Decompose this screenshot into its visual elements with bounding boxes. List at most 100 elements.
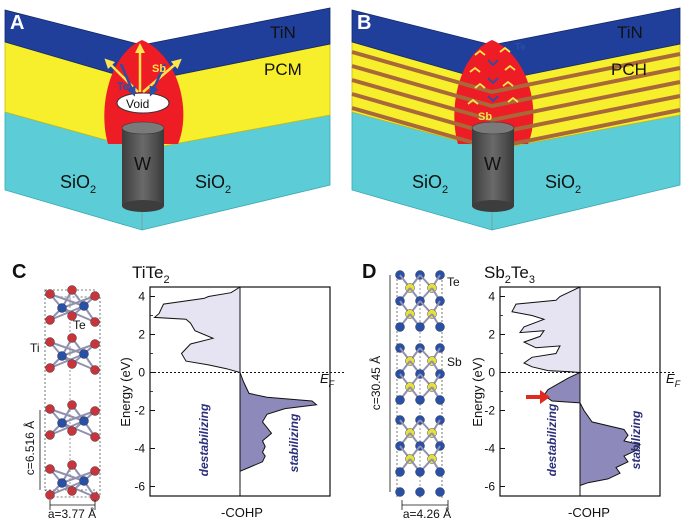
w-electrode [471,121,515,212]
destabilizing-label: destabilizing [545,403,559,476]
sb-label: Sb [152,63,166,75]
tin-label: TiN [617,23,643,42]
bond [61,343,96,357]
cohp-curve [153,286,318,472]
ti-atom [67,460,77,470]
tin-label: TiN [270,23,296,42]
sb-atom-label: Sb [447,355,462,369]
stabilizing-label: stabilizing [287,413,301,472]
te-atom [57,351,67,361]
migration-arrows [104,43,182,97]
destabilizing-area [154,287,240,373]
unit-cell [44,289,101,298]
y-tick-label: 4 [488,290,495,304]
w-label: W [484,154,501,174]
te-atom [415,487,425,497]
sio2-right-label: SiO2 [195,172,231,196]
panel-letter: A [10,12,24,34]
bond [61,470,96,484]
panel-letter: C [12,261,26,283]
c-lattice-label: c=6.516 Å [22,421,37,475]
cohp-chart: 420-2-4-6 [134,277,344,497]
te-atom [395,322,405,332]
ti-atom [67,400,77,410]
ti-atom [45,337,55,347]
ti-atom [67,426,77,436]
compound-title: Sb2Te3 [484,263,535,286]
ti-atom [45,490,55,500]
void [116,92,170,114]
crystal-structure [389,270,449,510]
ti-atom [45,289,55,299]
bond [61,295,96,309]
sio2-right-label: SiO2 [545,172,581,196]
void-label: Void [126,97,149,111]
panel-a: A TiN PCM Te Sb Void W SiO2 SiO2 [4,7,331,231]
te-atom [435,322,445,332]
te-atom [79,476,89,486]
ti-atom [67,486,77,496]
te-atom [79,416,89,426]
te-atom [79,349,89,359]
te-atom [415,395,425,405]
ti-atom [67,359,77,369]
te-atom [435,395,445,405]
panel-letter: D [362,261,376,283]
te-atom [415,467,425,477]
te-atom [79,301,89,311]
a-lattice-label: a=4.26 Å [403,506,451,521]
cohp-chart: 420-2-4-6 [484,277,674,497]
destabilizing-area [512,287,580,373]
cohp-curve [511,286,641,486]
te-label: Te [117,81,129,93]
crystal-structure [39,285,101,510]
te-atom [57,418,67,428]
fermi-label: EF [666,371,681,389]
te-atom [57,303,67,313]
y-tick-label: 2 [138,328,145,342]
te-atom [435,487,445,497]
bond [61,482,96,498]
bond [61,307,96,323]
te-label: Te [515,42,526,53]
ti-atom [45,464,55,474]
pch-label: PCH [611,60,647,79]
ti-atom [90,365,100,375]
y-tick-label: 4 [138,290,145,304]
ti-atom-label: Ti [30,341,40,355]
w-electrode [121,121,165,212]
y-tick-label: -4 [134,442,145,456]
y-tick-label: 0 [488,366,495,380]
ti-atom [90,339,100,349]
fermi-label: EF [320,371,335,389]
ti-atom [90,466,100,476]
te-atom [395,487,405,497]
sio2-left-label: SiO2 [412,172,448,196]
w-label: W [134,154,151,174]
ti-atom [90,291,100,301]
stabilizing-label: stabilizing [629,410,643,469]
panel-b: B TiN PCH Te Sb W SiO2 SiO2 [351,7,681,231]
panel-c: C TiTe2 Te Ti c=6.516 Å a=3.77 Å 420-2-4… [12,261,344,521]
stabilizing-area [544,372,640,486]
ti-atom [90,317,100,327]
destabilizing-label: destabilizing [197,403,211,476]
te-atom [395,395,405,405]
bond [61,410,96,424]
ti-atom [45,363,55,373]
panel-letter: B [357,12,371,34]
y-axis-label: Energy (eV) [470,357,485,426]
stabilizing-area [240,372,317,472]
compound-title: TiTe2 [132,263,170,286]
ti-atom [67,285,77,295]
local-arrows [467,46,519,105]
x-axis-label: -COHP [221,505,263,520]
c-lattice-label: c=30.45 Å [368,356,383,410]
te-atom [395,467,405,477]
bond [61,422,96,438]
te-atom [57,478,67,488]
y-tick-label: -2 [484,404,495,418]
x-axis-label: -COHP [568,505,610,520]
ti-atom [45,315,55,325]
te-atom [435,467,445,477]
